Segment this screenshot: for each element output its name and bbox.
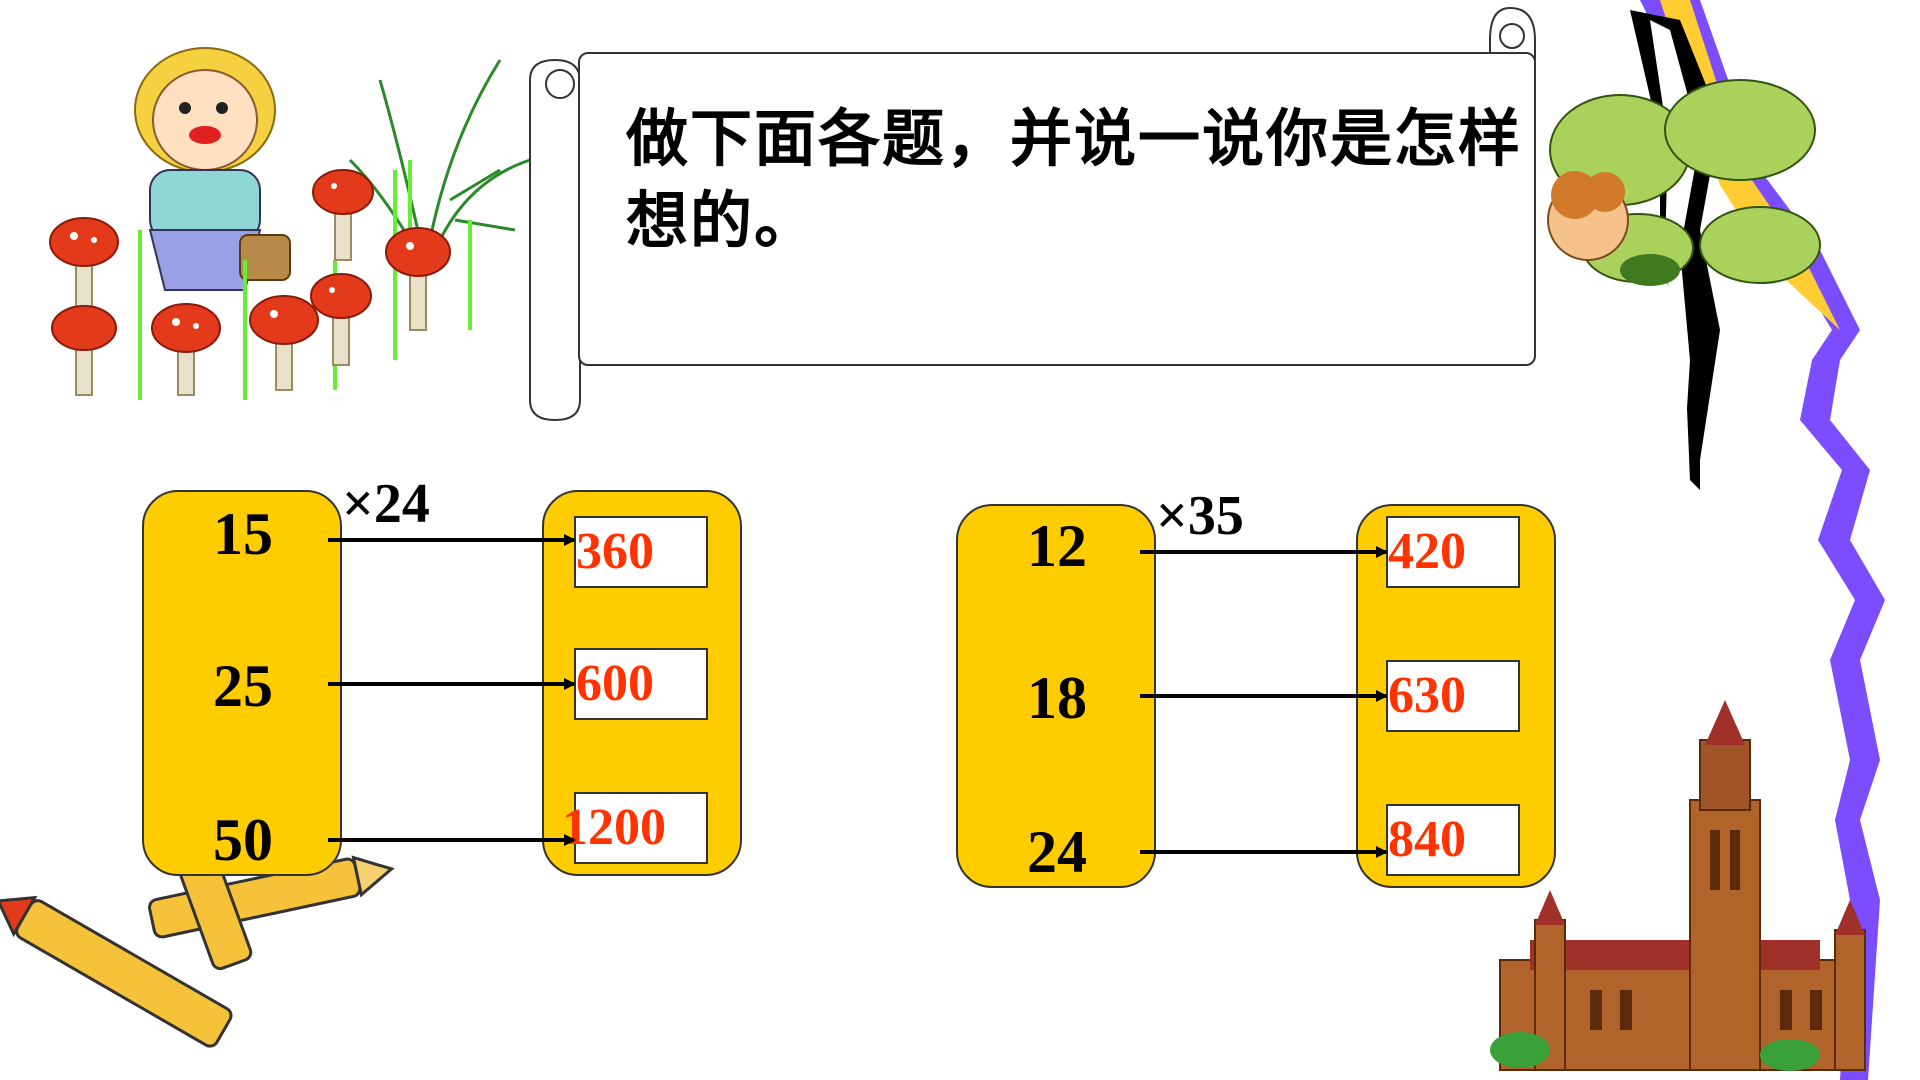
input-box-2 bbox=[956, 504, 1156, 888]
multiplier-label-2: ×35 bbox=[1156, 485, 1244, 547]
mushroom-icon bbox=[49, 169, 451, 396]
answer-cell: 360 bbox=[574, 516, 708, 588]
answer-cell: 600 bbox=[574, 648, 708, 720]
girl-icon bbox=[134, 47, 291, 291]
multiplier-label-1: ×24 bbox=[342, 473, 430, 535]
scroll-icon bbox=[529, 6, 1536, 422]
answer-cell: 1200 bbox=[562, 792, 708, 864]
input-number: 12 bbox=[1027, 513, 1087, 579]
input-number: 50 bbox=[213, 807, 273, 873]
input-number: 15 bbox=[213, 501, 273, 567]
answer-cell: 630 bbox=[1386, 660, 1520, 732]
input-number: 24 bbox=[1027, 819, 1087, 885]
answer-cell: 840 bbox=[1386, 804, 1520, 876]
input-number: 18 bbox=[1027, 665, 1087, 731]
instruction-banner bbox=[578, 52, 1536, 366]
fairy-icon bbox=[1547, 79, 1821, 286]
castle-icon bbox=[1490, 700, 1866, 1071]
instruction-text: 做下面各题，并说一说你是怎样想的。 bbox=[626, 102, 1523, 257]
input-box-1 bbox=[142, 490, 342, 876]
answer-cell: 420 bbox=[1386, 516, 1520, 588]
input-number: 25 bbox=[213, 653, 273, 719]
